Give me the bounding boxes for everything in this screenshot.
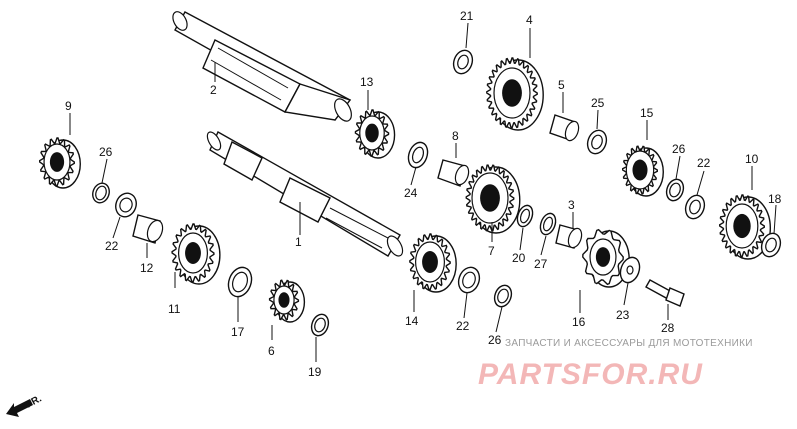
label-part-26-right: 26 [672,142,686,156]
label-part-2: 2 [210,83,217,97]
washer-21 [452,49,474,75]
front-direction-label: FR. [24,393,44,410]
spline-washer-22-center [457,266,481,294]
label-part-18: 18 [768,192,782,206]
label-part-14: 14 [405,314,419,328]
label-part-20: 20 [512,251,526,265]
watermark-tagline: ЗАПЧАСТИ И АКСЕССУАРЫ ДЛЯ МОТОТЕХНИКИ [505,338,753,349]
circlip-26-center [493,284,513,308]
bushing-12 [132,214,164,244]
gear-6 [268,279,306,323]
bushing-8 [437,159,470,187]
label-part-26-center: 26 [488,333,502,347]
gear-7 [465,164,521,234]
label-part-7: 7 [488,244,495,258]
label-part-24: 24 [404,186,418,200]
label-part-22-center: 22 [456,319,470,333]
label-part-26-left: 26 [99,145,113,159]
label-part-8: 8 [452,129,459,143]
label-part-13: 13 [360,75,374,89]
circlip-27 [539,212,557,236]
label-part-19: 19 [308,365,322,379]
label-part-5: 5 [558,78,565,92]
label-part-27: 27 [534,257,548,271]
label-part-4: 4 [526,13,533,27]
label-part-12: 12 [140,261,154,275]
gear-16 [582,228,630,288]
label-part-11: 11 [168,302,181,316]
label-part-28: 28 [661,321,675,335]
gear-11 [171,223,221,285]
label-part-22-left: 22 [105,239,119,253]
watermark: ЗАПЧАСТИ И АКСЕССУАРЫ ДЛЯ МОТОТЕХНИКИ PA… [478,338,753,391]
gear-14 [409,233,457,293]
gear-10 [719,194,772,260]
label-part-10: 10 [745,152,759,166]
label-part-3: 3 [568,198,575,212]
bushing-3 [555,224,583,249]
gear-13 [354,109,396,159]
label-part-16: 16 [572,315,586,329]
circlip-26-left [92,182,110,204]
plate-23 [619,256,641,284]
spline-washer-22-left [115,192,137,218]
label-part-21: 21 [460,9,474,23]
gear-15 [622,145,664,197]
gear-4 [486,57,544,131]
washer-24 [407,141,429,169]
leader-lines [69,22,777,362]
circlip-19 [310,313,330,337]
washer-18 [760,232,782,258]
part-number-labels: 1 2 3 4 5 6 7 8 9 10 11 12 13 14 15 16 1… [65,9,782,379]
label-part-23: 23 [616,308,630,322]
washer-25 [586,129,608,155]
watermark-brand: PARTSFOR.RU [478,358,703,391]
countershaft [172,11,352,122]
bolt-28 [645,279,685,307]
gear-9 [39,137,81,189]
gear-group [39,57,772,323]
spline-washer-22-right [684,194,706,220]
front-direction-arrow: FR. [6,393,44,417]
circlip-26-right [665,178,685,202]
mainshaft [206,131,404,257]
label-part-17: 17 [231,325,245,339]
label-part-22-right: 22 [697,156,711,170]
label-part-9: 9 [65,99,72,113]
washer-20 [516,204,534,228]
bushing-5 [549,114,580,142]
label-part-15: 15 [640,106,654,120]
washer-17 [227,266,253,298]
label-part-1: 1 [295,235,302,249]
label-part-25: 25 [591,96,605,110]
label-part-6: 6 [268,344,275,358]
